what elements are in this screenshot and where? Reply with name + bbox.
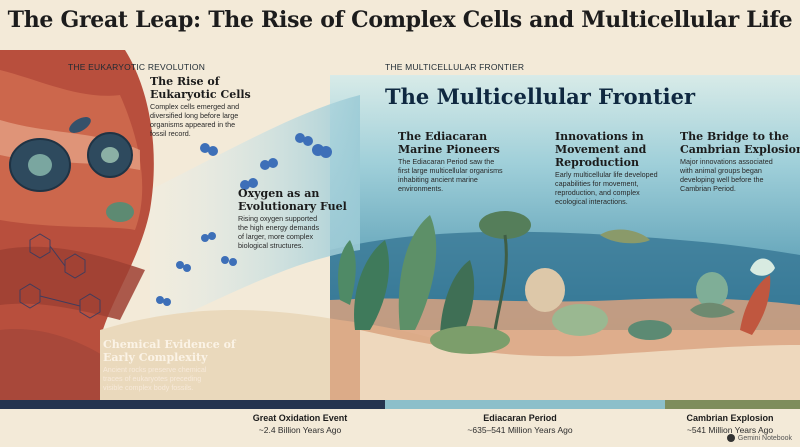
timeline-segment-cambrian [665, 400, 800, 409]
heading-line: Eukaryotic Cells [150, 88, 251, 101]
body-line: organisms appeared in the [150, 120, 236, 129]
panel-body: Complex cells emerged and diversified lo… [150, 102, 275, 138]
panel-body: Ancient rocks preserve chemical traces o… [103, 365, 243, 392]
section-label-multicellular: THE MULTICELLULAR FRONTIER [385, 62, 525, 72]
brand-watermark: Gemini Notebook [726, 434, 792, 442]
heading-line: The Bridge to the [680, 130, 789, 143]
heading-line: Reproduction [555, 156, 639, 169]
ediacaran-organisms [338, 211, 775, 354]
body-line: the high energy demands [238, 223, 320, 232]
body-line: fossil record. [150, 129, 191, 138]
body-line: Ancient rocks preserve chemical [103, 365, 207, 374]
panel-body: Rising oxygen supported the high energy … [238, 214, 348, 250]
heading-line: The Rise of [150, 75, 220, 88]
timeline-label: Cambrian Explosion [686, 413, 774, 423]
body-line: ecological interactions. [555, 197, 628, 206]
panel-body: Major innovations associated with animal… [680, 157, 795, 193]
panel-body: The Ediacaran Period saw the first large… [398, 157, 538, 193]
heading-line: Innovations in [555, 130, 644, 143]
body-line: inhabiting ancient marine [398, 175, 478, 184]
timeline-date: ~2.4 Billion Years Ago [258, 425, 342, 435]
timeline-label: Ediacaran Period [483, 413, 557, 423]
timeline-date: ~541 Million Years Ago [686, 425, 774, 435]
panel-heading: Oxygen as an Evolutionary Fuel [238, 187, 347, 213]
section-label-eukaryotic: THE EUKARYOTIC REVOLUTION [68, 62, 206, 72]
heading-line: Oxygen as an [238, 187, 320, 200]
body-line: Complex cells emerged and [150, 102, 240, 111]
body-line: capabilities for movement, [555, 179, 639, 188]
heading-line: Evolutionary Fuel [238, 200, 347, 213]
brand-label: Gemini Notebook [737, 434, 792, 442]
body-line: diversified long before large [150, 111, 239, 120]
body-line: Rising oxygen supported [238, 214, 318, 223]
body-line: of larger, more complex [238, 232, 314, 241]
panel-body: Early multicellular life developed capab… [555, 170, 675, 206]
panel-heading: Innovations in Movement and Reproduction [555, 130, 646, 169]
body-line: reproduction, and complex [555, 188, 640, 197]
heading-line: Chemical Evidence of [103, 338, 236, 351]
body-line: Major innovations associated [680, 157, 773, 166]
body-line: first large multicellular organisms [398, 166, 503, 175]
oxygen-bubbles [156, 133, 332, 306]
body-line: with animal groups began [680, 166, 762, 175]
body-line: Cambrian Period. [680, 184, 736, 193]
heading-line: The Ediacaran [398, 130, 488, 143]
body-line: visible complex body fossils. [103, 383, 194, 392]
panel-heading: The Ediacaran Marine Pioneers [398, 130, 500, 156]
heading-line: Marine Pioneers [398, 143, 500, 156]
body-line: developing well before the [680, 175, 764, 184]
heading-line: Movement and [555, 143, 647, 156]
notebook-icon [726, 434, 735, 442]
body-line: traces of eukaryotes preceding [103, 374, 202, 383]
timeline-date: ~635–541 Million Years Ago [467, 425, 573, 435]
panel-heading: The Rise of Eukaryotic Cells [150, 75, 251, 101]
timeline-segment-oxidation [0, 400, 385, 409]
timeline-segment-ediacaran [385, 400, 665, 409]
panel-heading: Chemical Evidence of Early Complexity [103, 338, 236, 364]
eukaryotic-cells [9, 117, 134, 222]
body-line: The Ediacaran Period saw the [398, 157, 495, 166]
frontier-title: The Multicellular Frontier [385, 84, 696, 109]
body-line: Early multicellular life developed [555, 170, 658, 179]
body-line: environments. [398, 184, 444, 193]
panel-heading: The Bridge to the Cambrian Explosion [680, 130, 800, 156]
heading-line: Cambrian Explosion [680, 143, 800, 156]
heading-line: Early Complexity [103, 351, 208, 364]
timeline-label: Great Oxidation Event [252, 413, 348, 423]
body-line: biological structures. [238, 241, 304, 250]
page-title: The Great Leap: The Rise of Complex Cell… [7, 7, 793, 33]
